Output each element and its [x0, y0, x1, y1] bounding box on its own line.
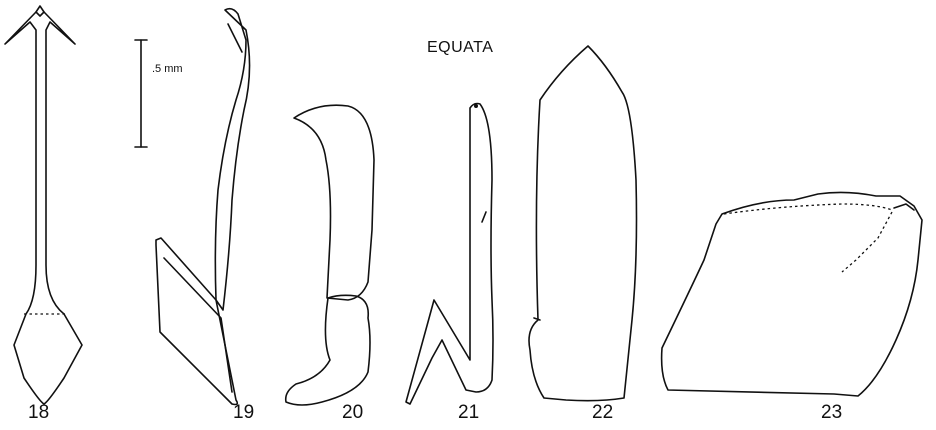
- figure-22-drawing: [528, 45, 638, 402]
- figure-number-20: 20: [342, 402, 364, 423]
- figure-20-drawing: [284, 104, 375, 406]
- figure-number-18: 18: [28, 402, 50, 423]
- figure-number-21: 21: [458, 402, 480, 423]
- figure-23-drawing: [660, 191, 923, 397]
- figure-number-19: 19: [233, 402, 255, 423]
- plate-title: EQUATA: [427, 39, 494, 56]
- figure-18-drawing: [4, 5, 83, 405]
- figure-19-drawing: [155, 7, 251, 406]
- figure-21-drawing: [405, 102, 494, 405]
- scale-bar-label: .5 mm: [152, 63, 183, 75]
- scale-bar: [134, 39, 148, 148]
- figure-number-22: 22: [592, 402, 614, 423]
- figure-number-23: 23: [821, 402, 843, 423]
